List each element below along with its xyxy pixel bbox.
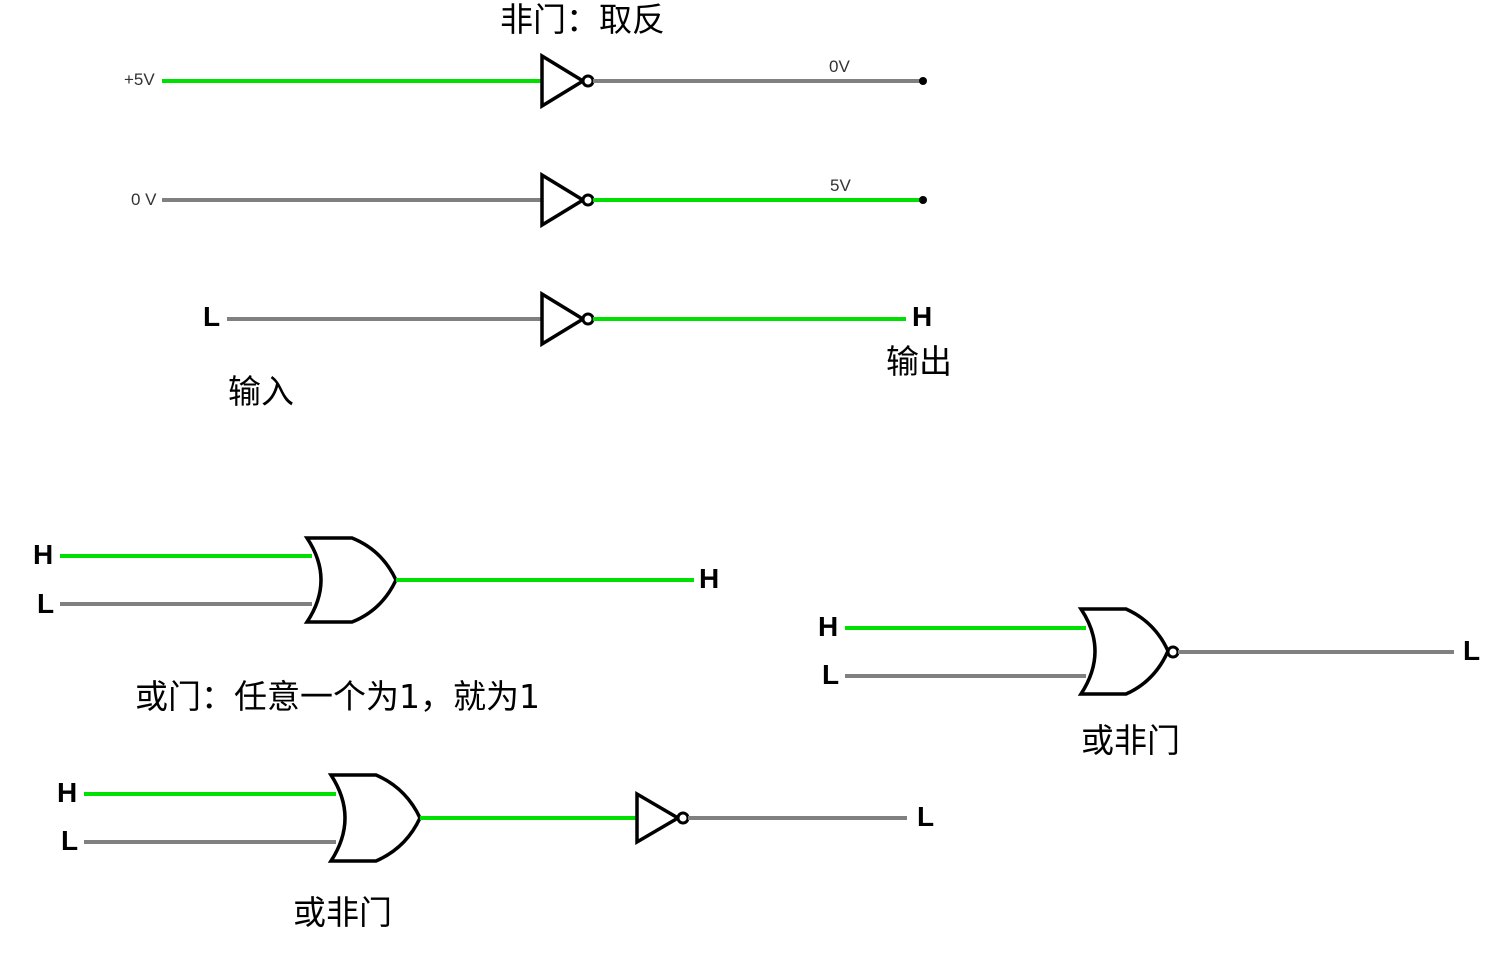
row2-input-label: 0 V [131, 190, 157, 209]
not-gate-row-2 [162, 171, 927, 229]
output-terminal [919, 77, 927, 85]
not-gate-title: 非门：取反 [500, 0, 665, 39]
row1-input-label: +5V [124, 70, 155, 89]
not-gate-symbol [635, 790, 682, 846]
chain-input-b-label: L [61, 825, 79, 856]
row2-output-label: 5V [830, 176, 851, 195]
or-gate-symbol [303, 536, 398, 624]
chain-caption: 或非门 [293, 893, 392, 932]
row3-input-label: L [203, 301, 221, 332]
inversion-bubble [581, 193, 595, 207]
not-gate-row-1 [162, 52, 927, 110]
row1-output-label: 0V [829, 57, 850, 76]
nor-gate-group [845, 607, 1454, 696]
nor-gate-symbol [1077, 607, 1170, 696]
or-output-label: H [699, 563, 720, 594]
chain-input-a-label: H [57, 777, 78, 808]
not-gate-symbol [540, 171, 587, 229]
or-gate-symbol [327, 773, 422, 863]
output-terminal [919, 196, 927, 204]
not-gate-symbol [540, 52, 587, 110]
inversion-bubble [581, 312, 595, 326]
or-input-b-label: L [37, 588, 55, 619]
or-input-a-label: H [33, 539, 54, 570]
input-caption: 输入 [228, 372, 294, 411]
not-gate-symbol [540, 290, 587, 348]
row3-output-label: H [912, 301, 933, 332]
or-gate-caption: 或门：任意一个为1，就为1 [135, 677, 540, 716]
or-gate-group [60, 536, 694, 624]
inversion-bubble [581, 74, 595, 88]
inversion-bubble [676, 811, 690, 825]
inversion-bubble [1166, 645, 1180, 659]
nor-input-b-label: L [822, 659, 840, 690]
not-gate-row-3 [227, 290, 906, 348]
or-not-chain-group [84, 773, 907, 863]
nor-input-a-label: H [818, 611, 839, 642]
nor-caption: 或非门 [1081, 721, 1180, 760]
chain-output-label: L [917, 801, 935, 832]
output-caption: 输出 [886, 342, 952, 381]
nor-output-label: L [1463, 635, 1481, 666]
